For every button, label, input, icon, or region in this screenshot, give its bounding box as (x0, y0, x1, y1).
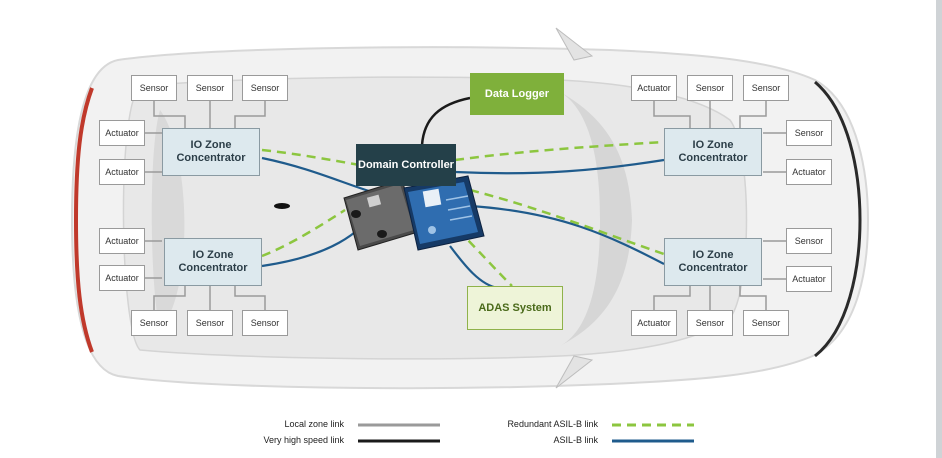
actuator-box: Actuator (631, 75, 677, 101)
sensor-box: Sensor (786, 228, 832, 254)
actuator-box: Actuator (99, 265, 145, 291)
sensor-box: Sensor (743, 310, 789, 336)
legend-very-high-speed-link-label: Very high speed link (263, 435, 344, 445)
adas-system-box: ADAS System (467, 286, 563, 330)
legend-asil-b-link-label: ASIL-B link (553, 435, 598, 445)
right-edge-border (936, 0, 942, 458)
sensor-box: Sensor (242, 310, 288, 336)
very-high-speed-link (420, 96, 471, 146)
local-zone-links (145, 100, 786, 310)
io-zone-bottom-left: IO Zone Concentrator (164, 238, 262, 286)
domain-controller-box: Domain Controller (356, 144, 456, 186)
left-chip-image (343, 179, 419, 251)
sensor-box: Sensor (131, 75, 177, 101)
io-zone-top-right: IO Zone Concentrator (664, 128, 762, 176)
actuator-box: Actuator (99, 228, 145, 254)
sensor-box: Sensor (187, 310, 233, 336)
sensor-box: Sensor (687, 75, 733, 101)
io-zone-top-left: IO Zone Concentrator (162, 128, 260, 176)
sensor-box: Sensor (187, 75, 233, 101)
actuator-box: Actuator (631, 310, 677, 336)
legend-redundant-asil-b-link-label: Redundant ASIL-B link (507, 419, 598, 429)
io-zone-bottom-right: IO Zone Concentrator (664, 238, 762, 286)
sensor-box: Sensor (687, 310, 733, 336)
sensor-box: Sensor (131, 310, 177, 336)
legend-local-zone-link-label: Local zone link (284, 419, 344, 429)
actuator-box: Actuator (99, 159, 145, 185)
sensor-box: Sensor (242, 75, 288, 101)
right-chip-image (403, 175, 485, 251)
data-logger-box: Data Logger (470, 73, 564, 115)
sensor-box: Sensor (786, 120, 832, 146)
actuator-box: Actuator (786, 159, 832, 185)
actuator-box: Actuator (786, 266, 832, 292)
actuator-box: Actuator (99, 120, 145, 146)
sensor-box: Sensor (743, 75, 789, 101)
